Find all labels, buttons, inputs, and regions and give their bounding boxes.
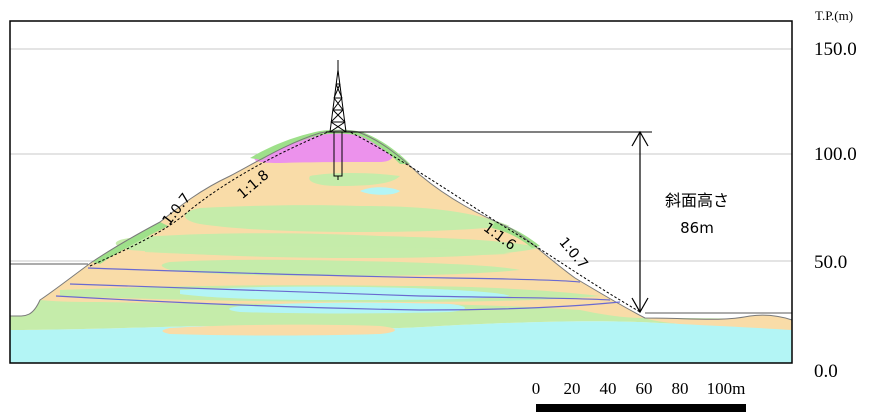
blue-line-lower — [55, 295, 621, 311]
level-lines — [10, 263, 792, 314]
axis-tick-0: 0.0 — [814, 361, 838, 382]
height-arrow-top — [631, 130, 649, 147]
upper-green-band — [185, 205, 510, 232]
axis-unit-label: T.P.(m) — [815, 8, 853, 23]
scale-label-20: 20 — [564, 379, 581, 398]
scale-label-60: 60 — [636, 379, 653, 398]
blue-line-upper — [87, 267, 581, 283]
thin-green-lens — [145, 246, 510, 256]
mid-green-lens — [161, 259, 520, 276]
mountain-outline — [9, 130, 793, 321]
height-arrow-bottom — [631, 297, 649, 314]
tan-lens-base — [162, 324, 395, 336]
scale-bar: 0 20 40 60 80 100m — [532, 379, 746, 412]
scale-label-100m: 100m — [707, 379, 746, 398]
summit-inner-green — [309, 173, 400, 186]
transmission-tower-icon — [326, 60, 350, 180]
height-title: 斜面高さ — [665, 191, 729, 210]
elevation-axis: T.P.(m) 150.0 100.0 50.0 0.0 — [814, 8, 857, 382]
scale-label-80: 80 — [672, 379, 689, 398]
height-annotation: 斜面高さ 86m — [350, 130, 729, 314]
design-slope-dotted-line — [89, 131, 641, 313]
cyan-lens-top — [360, 187, 400, 195]
plot-frame — [9, 20, 793, 364]
blue-geology-lines — [55, 267, 621, 311]
summit-green-rim — [250, 129, 410, 164]
height-value: 86m — [680, 219, 714, 237]
summit-pink-layer — [254, 131, 393, 163]
scale-label-40: 40 — [600, 379, 617, 398]
scale-label-0: 0 — [532, 379, 541, 398]
blue-line-middle — [69, 283, 611, 301]
axis-tick-100: 100.0 — [814, 144, 857, 165]
axis-tick-50: 50.0 — [814, 252, 847, 273]
scale-bar-rule — [536, 404, 746, 412]
left-flank-green-strip — [92, 222, 168, 264]
axis-tick-150: 150.0 — [814, 39, 857, 60]
